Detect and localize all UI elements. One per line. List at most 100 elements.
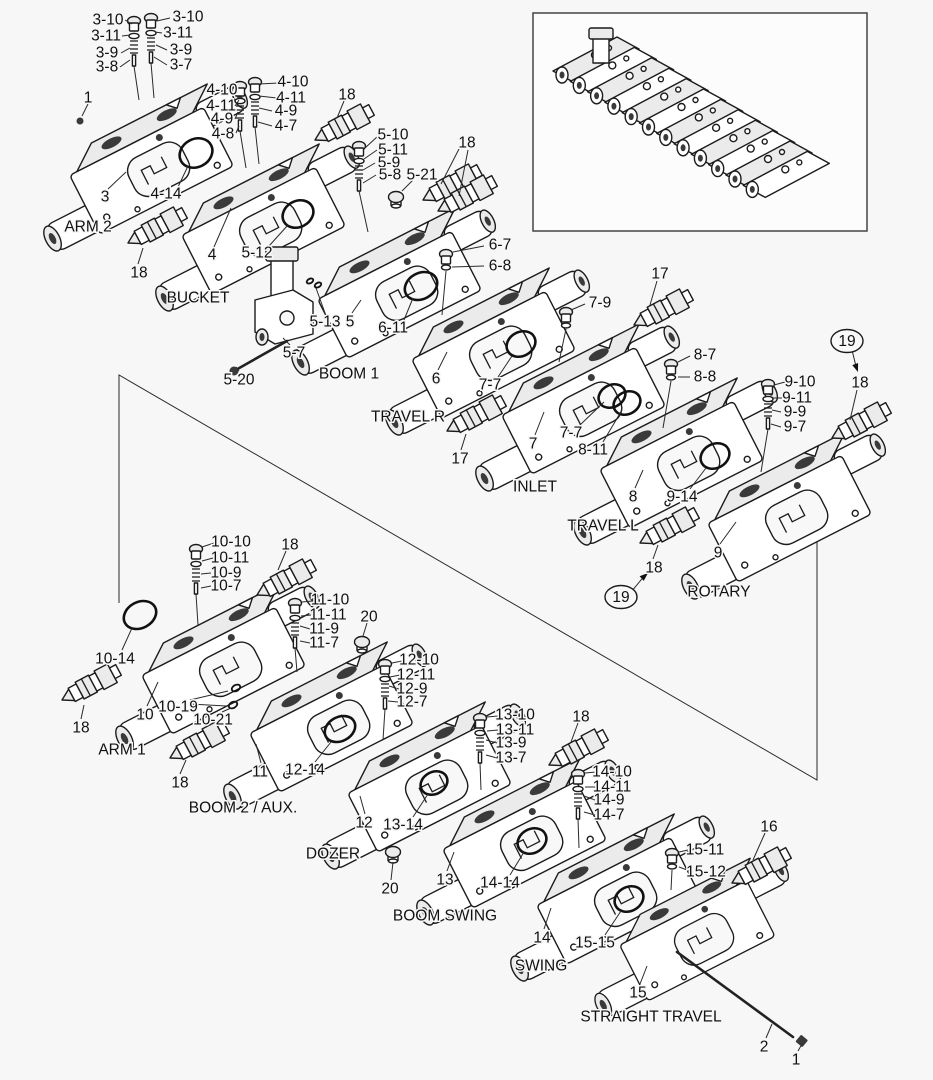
relief-valve-cartridge xyxy=(639,506,701,546)
part-label-4-9: 4-9 xyxy=(275,103,297,120)
spool-cap-assembly xyxy=(377,658,393,741)
small-o-ring xyxy=(227,700,239,710)
part-label-10-11: 10-11 xyxy=(211,550,250,567)
part-label-3-11: 3-11 xyxy=(163,25,193,42)
part-label-4: 4 xyxy=(208,247,217,264)
plug-washer-assembly xyxy=(664,847,680,891)
part-label-7-9: 7-9 xyxy=(589,295,611,312)
part-label-7-7: 7-7 xyxy=(560,425,582,442)
part-label-travel-l: TRAVEL L xyxy=(567,518,639,535)
valve-sections xyxy=(43,83,887,1018)
part-label-3-8: 3-8 xyxy=(96,59,118,76)
part-label-boom-2-aux: BOOM 2 / AUX. xyxy=(189,800,298,817)
part-label-10: 10 xyxy=(136,707,154,724)
o-ring xyxy=(419,769,449,797)
part-label-10-7: 10-7 xyxy=(210,578,241,595)
relief-valve-cartridge xyxy=(548,728,610,768)
part-label-8-11: 8-11 xyxy=(578,442,608,459)
part-label-4-10: 4-10 xyxy=(277,74,308,91)
part-label-9-11: 9-11 xyxy=(782,390,812,407)
part-label-6-11: 6-11 xyxy=(378,320,408,337)
part-label-5-12: 5-12 xyxy=(241,245,272,262)
part-label-2: 2 xyxy=(760,1039,769,1056)
part-label-12-14: 12-14 xyxy=(285,762,325,779)
spool-window xyxy=(404,759,469,816)
part-label-20: 20 xyxy=(381,881,399,898)
part-label-16: 16 xyxy=(760,819,777,836)
part-label-arm-1: ARM 1 xyxy=(98,742,145,759)
small-o-ring xyxy=(313,281,323,289)
valve-body-rotary xyxy=(681,431,887,600)
spool-window xyxy=(306,699,371,756)
part-label-8-7: 8-7 xyxy=(694,347,716,364)
small-o-ring xyxy=(230,683,242,693)
part-label-rotary: ROTARY xyxy=(687,584,750,601)
part-label-18: 18 xyxy=(281,537,298,554)
part-label-6-8: 6-8 xyxy=(489,258,511,275)
part-label-6: 6 xyxy=(432,371,441,388)
o-ring xyxy=(613,884,645,914)
part-label-18: 18 xyxy=(645,560,662,577)
part-label-6-7: 6-7 xyxy=(489,237,511,254)
part-label-14-10: 14-10 xyxy=(592,764,632,781)
part-label-3-7: 3-7 xyxy=(170,57,192,74)
part-label-11-9: 11-9 xyxy=(309,621,339,638)
rods xyxy=(76,117,808,1047)
valve-body-travel-l xyxy=(573,377,779,546)
spool-cap-assembly xyxy=(287,597,303,673)
relief-valve-cartridge xyxy=(633,288,695,328)
part-label-18: 18 xyxy=(458,135,475,152)
part-label-15: 15 xyxy=(629,985,646,1002)
part-label-14-9: 14-9 xyxy=(593,792,624,809)
spool-window xyxy=(499,815,564,872)
relief-valve-cartridge xyxy=(314,103,376,143)
cap-stacks xyxy=(126,12,776,891)
relief-valve-cartridge xyxy=(61,663,123,703)
part-label-11: 11 xyxy=(252,764,268,781)
part-label-boom-1: BOOM 1 xyxy=(319,366,379,383)
spool-cap-assembly xyxy=(570,768,586,849)
o-ring xyxy=(516,826,548,856)
part-label-4-14: 4-14 xyxy=(150,186,181,203)
valve-body-boom2-aux xyxy=(223,641,429,810)
tie-rod-2 xyxy=(675,950,795,1039)
part-label-9-9: 9-9 xyxy=(784,404,806,421)
cartridges xyxy=(61,103,893,886)
part-label-15-15: 15-15 xyxy=(575,935,615,952)
plug xyxy=(387,190,405,209)
spool-cap-assembly xyxy=(351,140,369,233)
valve-body-boom1 xyxy=(291,207,497,376)
socket-bolt-5-20 xyxy=(232,339,289,373)
plug-washer-assembly xyxy=(662,358,679,429)
part-label-13: 13 xyxy=(436,872,453,889)
part-label-5-11: 5-11 xyxy=(378,142,408,159)
part-label-straight-travel: STRAIGHT TRAVEL xyxy=(580,1009,722,1026)
part-label-4-9: 4-9 xyxy=(211,111,233,128)
part-label-1: 1 xyxy=(792,1052,801,1069)
part-label-14: 14 xyxy=(533,930,551,947)
spool-cap-assembly xyxy=(188,543,204,626)
valve-body-travel-r xyxy=(385,267,591,436)
spool-cap-assembly xyxy=(126,15,142,101)
part-label-5-9: 5-9 xyxy=(378,155,400,172)
part-label-4-10: 4-10 xyxy=(206,82,237,99)
part-label-13-9: 13-9 xyxy=(495,735,526,752)
o-ring xyxy=(505,329,537,359)
circled-callout xyxy=(830,328,864,354)
valve-body-boom-swing xyxy=(416,757,622,926)
part-label-3-10: 3-10 xyxy=(172,9,203,26)
part-label-travel-r: TRAVEL R xyxy=(371,409,445,426)
part-label-13-10: 13-10 xyxy=(495,707,535,724)
part-label-18: 18 xyxy=(171,775,188,792)
part-label-bucket: BUCKET xyxy=(167,290,230,307)
small-o-ring xyxy=(305,277,315,285)
part-label-3-9: 3-9 xyxy=(170,42,192,59)
part-label-3-10: 3-10 xyxy=(92,12,123,29)
leader-lines xyxy=(80,17,858,1052)
part-label-8-8: 8-8 xyxy=(694,369,716,386)
part-label-4-8: 4-8 xyxy=(212,126,234,143)
part-label-inlet: INLET xyxy=(513,479,557,496)
